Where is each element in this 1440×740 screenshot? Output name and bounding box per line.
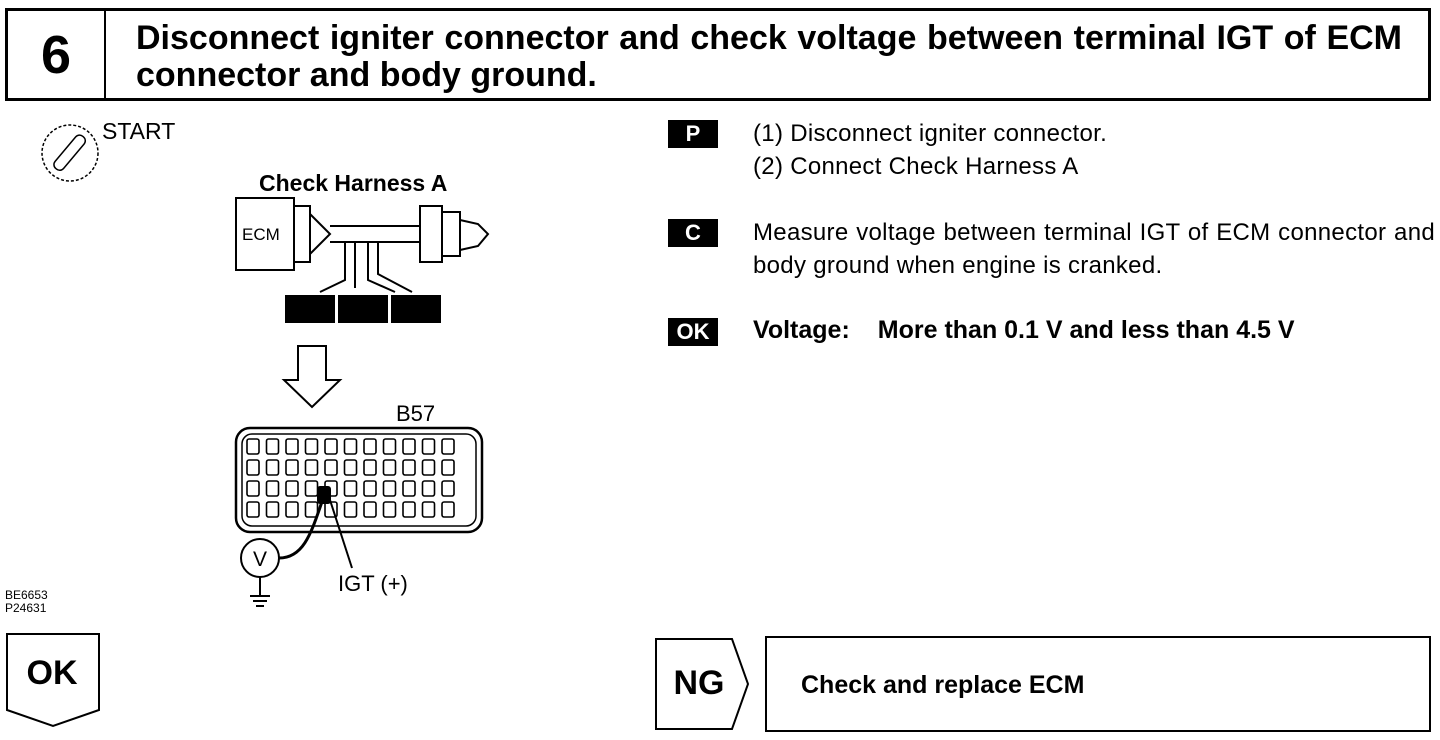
connector-pin [343,438,358,455]
connector-pin [363,480,377,497]
c-instruction: Measure voltage between terminal IGT of … [753,219,1435,279]
connector-pin [421,480,436,497]
meter-symbol: V [253,548,267,571]
voltmeter-icon [240,495,353,607]
voltage-label: Voltage: [753,316,850,344]
connector-pin [285,501,299,518]
ecm-label: ECM [242,225,280,244]
connector-pin [246,438,260,455]
connector-pin [363,438,377,455]
connector-pin [246,459,260,476]
ng-action-text: Check and replace ECM [801,671,1085,699]
ng-result-label: NG [673,664,725,702]
connector-pin [343,501,358,518]
connector-pin [421,438,436,455]
ng-arrow-icon [655,638,750,730]
connector-pin [304,438,319,455]
connector-pin [265,501,280,518]
connector-pin [246,480,260,497]
connector-pin [265,459,280,476]
connector-pin [304,480,319,497]
connector-pin [382,480,397,497]
p-steps: (1) Disconnect igniter connector. (2) Co… [753,117,1107,183]
ng-action-box [765,636,1431,732]
down-arrow-icon [281,345,343,409]
connector-pin [402,459,416,476]
harness-label: Check Harness A [259,170,448,196]
connector-pin [441,480,455,497]
connector-pin [285,438,299,455]
connector-pin [304,501,319,518]
connector-pin [382,459,397,476]
connector-pin [265,438,280,455]
ok-result-label: OK [26,654,78,692]
p-badge: P [668,120,718,148]
connector-pin [363,501,377,518]
c-badge: C [668,219,718,247]
b57-connector-icon [234,426,484,534]
figure-codes: BE6653 P24631 [5,588,48,615]
voltage-value: More than 0.1 V and less than 4.5 V [877,316,1295,344]
step-number: 6 [8,11,106,98]
connector-pin [285,459,299,476]
connector-pin [402,480,416,497]
ok-arrow-icon [6,633,100,728]
connector-pin [441,459,455,476]
connector-pin [324,459,338,476]
connector-pin [285,480,299,497]
connector-pin [382,501,397,518]
connector-pin [441,438,455,455]
connector-pin [421,501,436,518]
connector-pin [246,501,260,518]
connector-pin [265,480,280,497]
check-harness-icon [285,205,490,323]
voltage-spec: Voltage: More than 0.1 V and less than 4.… [753,316,1295,345]
ok-badge: OK [668,318,718,346]
start-label: START [102,118,176,144]
connector-pin [441,501,455,518]
connector-label: B57 [396,401,436,426]
connector-pin [343,459,358,476]
connector-pin [304,459,319,476]
connector-pin [382,438,397,455]
step-header: 6 Disconnect igniter connector and check… [5,8,1431,101]
p-step-1: (1) Disconnect igniter connector. [753,120,1108,147]
connector-pin [363,459,377,476]
ignition-key-icon [41,124,99,182]
connector-pin [402,501,416,518]
connector-pin [324,438,338,455]
p-step-2: (2) Connect Check Harness A [753,153,1079,180]
connector-pin [402,438,416,455]
ecm-box-icon [235,197,332,271]
terminal-label: IGT (+) [338,571,408,596]
connector-pin [343,480,358,497]
step-title: Disconnect igniter connector and check v… [136,19,1402,94]
connector-pin [421,459,436,476]
